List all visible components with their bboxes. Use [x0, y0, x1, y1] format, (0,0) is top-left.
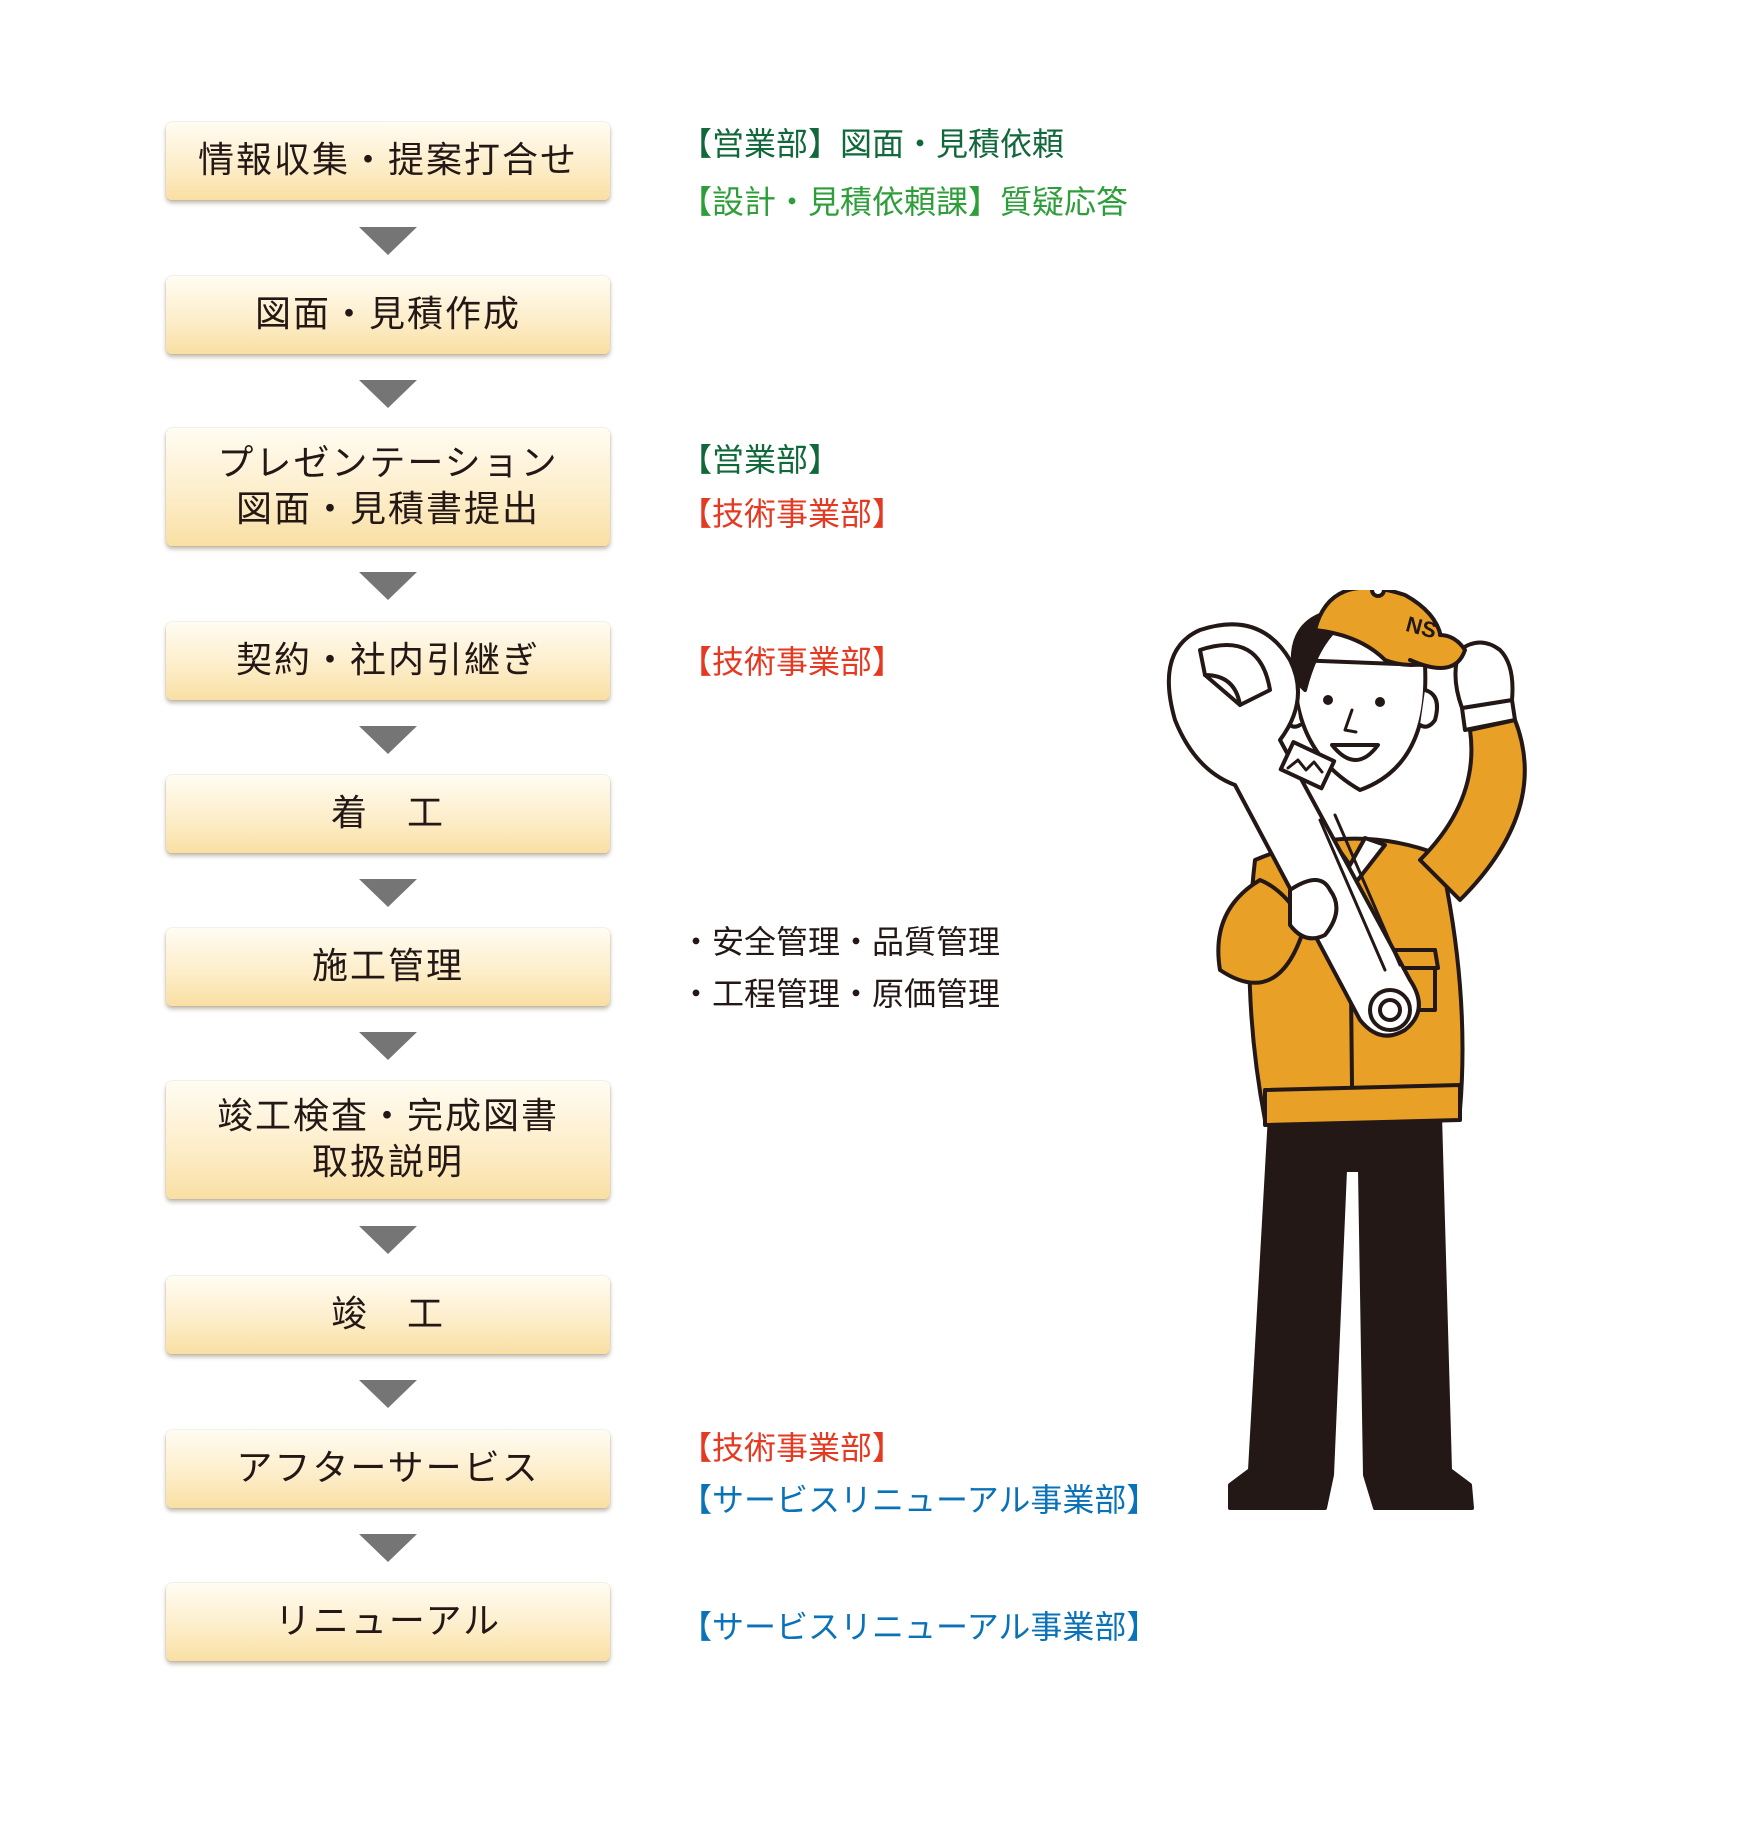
note-tech-dept: 【技術事業部】	[680, 643, 905, 681]
down-arrow-icon	[359, 1032, 417, 1060]
worker-with-wrench-illustration: NS	[1166, 590, 1527, 1510]
down-arrow-icon	[359, 572, 417, 600]
down-arrow-icon	[359, 380, 417, 408]
flow-step-drawing-estimate: 図面・見積作成	[166, 276, 610, 354]
flow-step-completion: 竣 工	[166, 1276, 610, 1354]
flow-step-info-gathering: 情報収集・提案打合せ	[166, 122, 610, 200]
flow-step-after-service: アフターサービス	[166, 1430, 610, 1508]
down-arrow-icon	[359, 1534, 417, 1562]
note-sales-dept: 【営業部】	[680, 441, 841, 479]
flow-step-construction-start: 着 工	[166, 775, 610, 853]
note-sales-drawing-request: 【営業部】図面・見積依頼	[680, 125, 1065, 163]
down-arrow-icon	[359, 1226, 417, 1254]
down-arrow-icon	[359, 726, 417, 754]
note-service-renewal-dept: 【サービスリニューアル事業部】	[680, 1481, 1159, 1519]
down-arrow-icon	[359, 879, 417, 907]
note-schedule-cost: ・工程管理・原価管理	[680, 975, 1001, 1013]
flow-step-contract-handover: 契約・社内引継ぎ	[166, 622, 610, 700]
flow-step-presentation: プレゼンテーション 図面・見積書提出	[166, 428, 610, 546]
note-safety-quality: ・安全管理・品質管理	[680, 923, 1001, 961]
note-service-renewal-dept: 【サービスリニューアル事業部】	[680, 1608, 1159, 1646]
flow-step-completion-inspection: 竣工検査・完成図書 取扱説明	[166, 1081, 610, 1199]
flow-step-renewal: リニューアル	[166, 1583, 610, 1661]
note-design-qa: 【設計・見積依頼課】質疑応答	[680, 183, 1129, 221]
down-arrow-icon	[359, 1380, 417, 1408]
down-arrow-icon	[359, 227, 417, 255]
note-tech-dept: 【技術事業部】	[680, 1429, 905, 1467]
note-tech-dept: 【技術事業部】	[680, 495, 905, 533]
flow-step-construction-management: 施工管理	[166, 928, 610, 1006]
